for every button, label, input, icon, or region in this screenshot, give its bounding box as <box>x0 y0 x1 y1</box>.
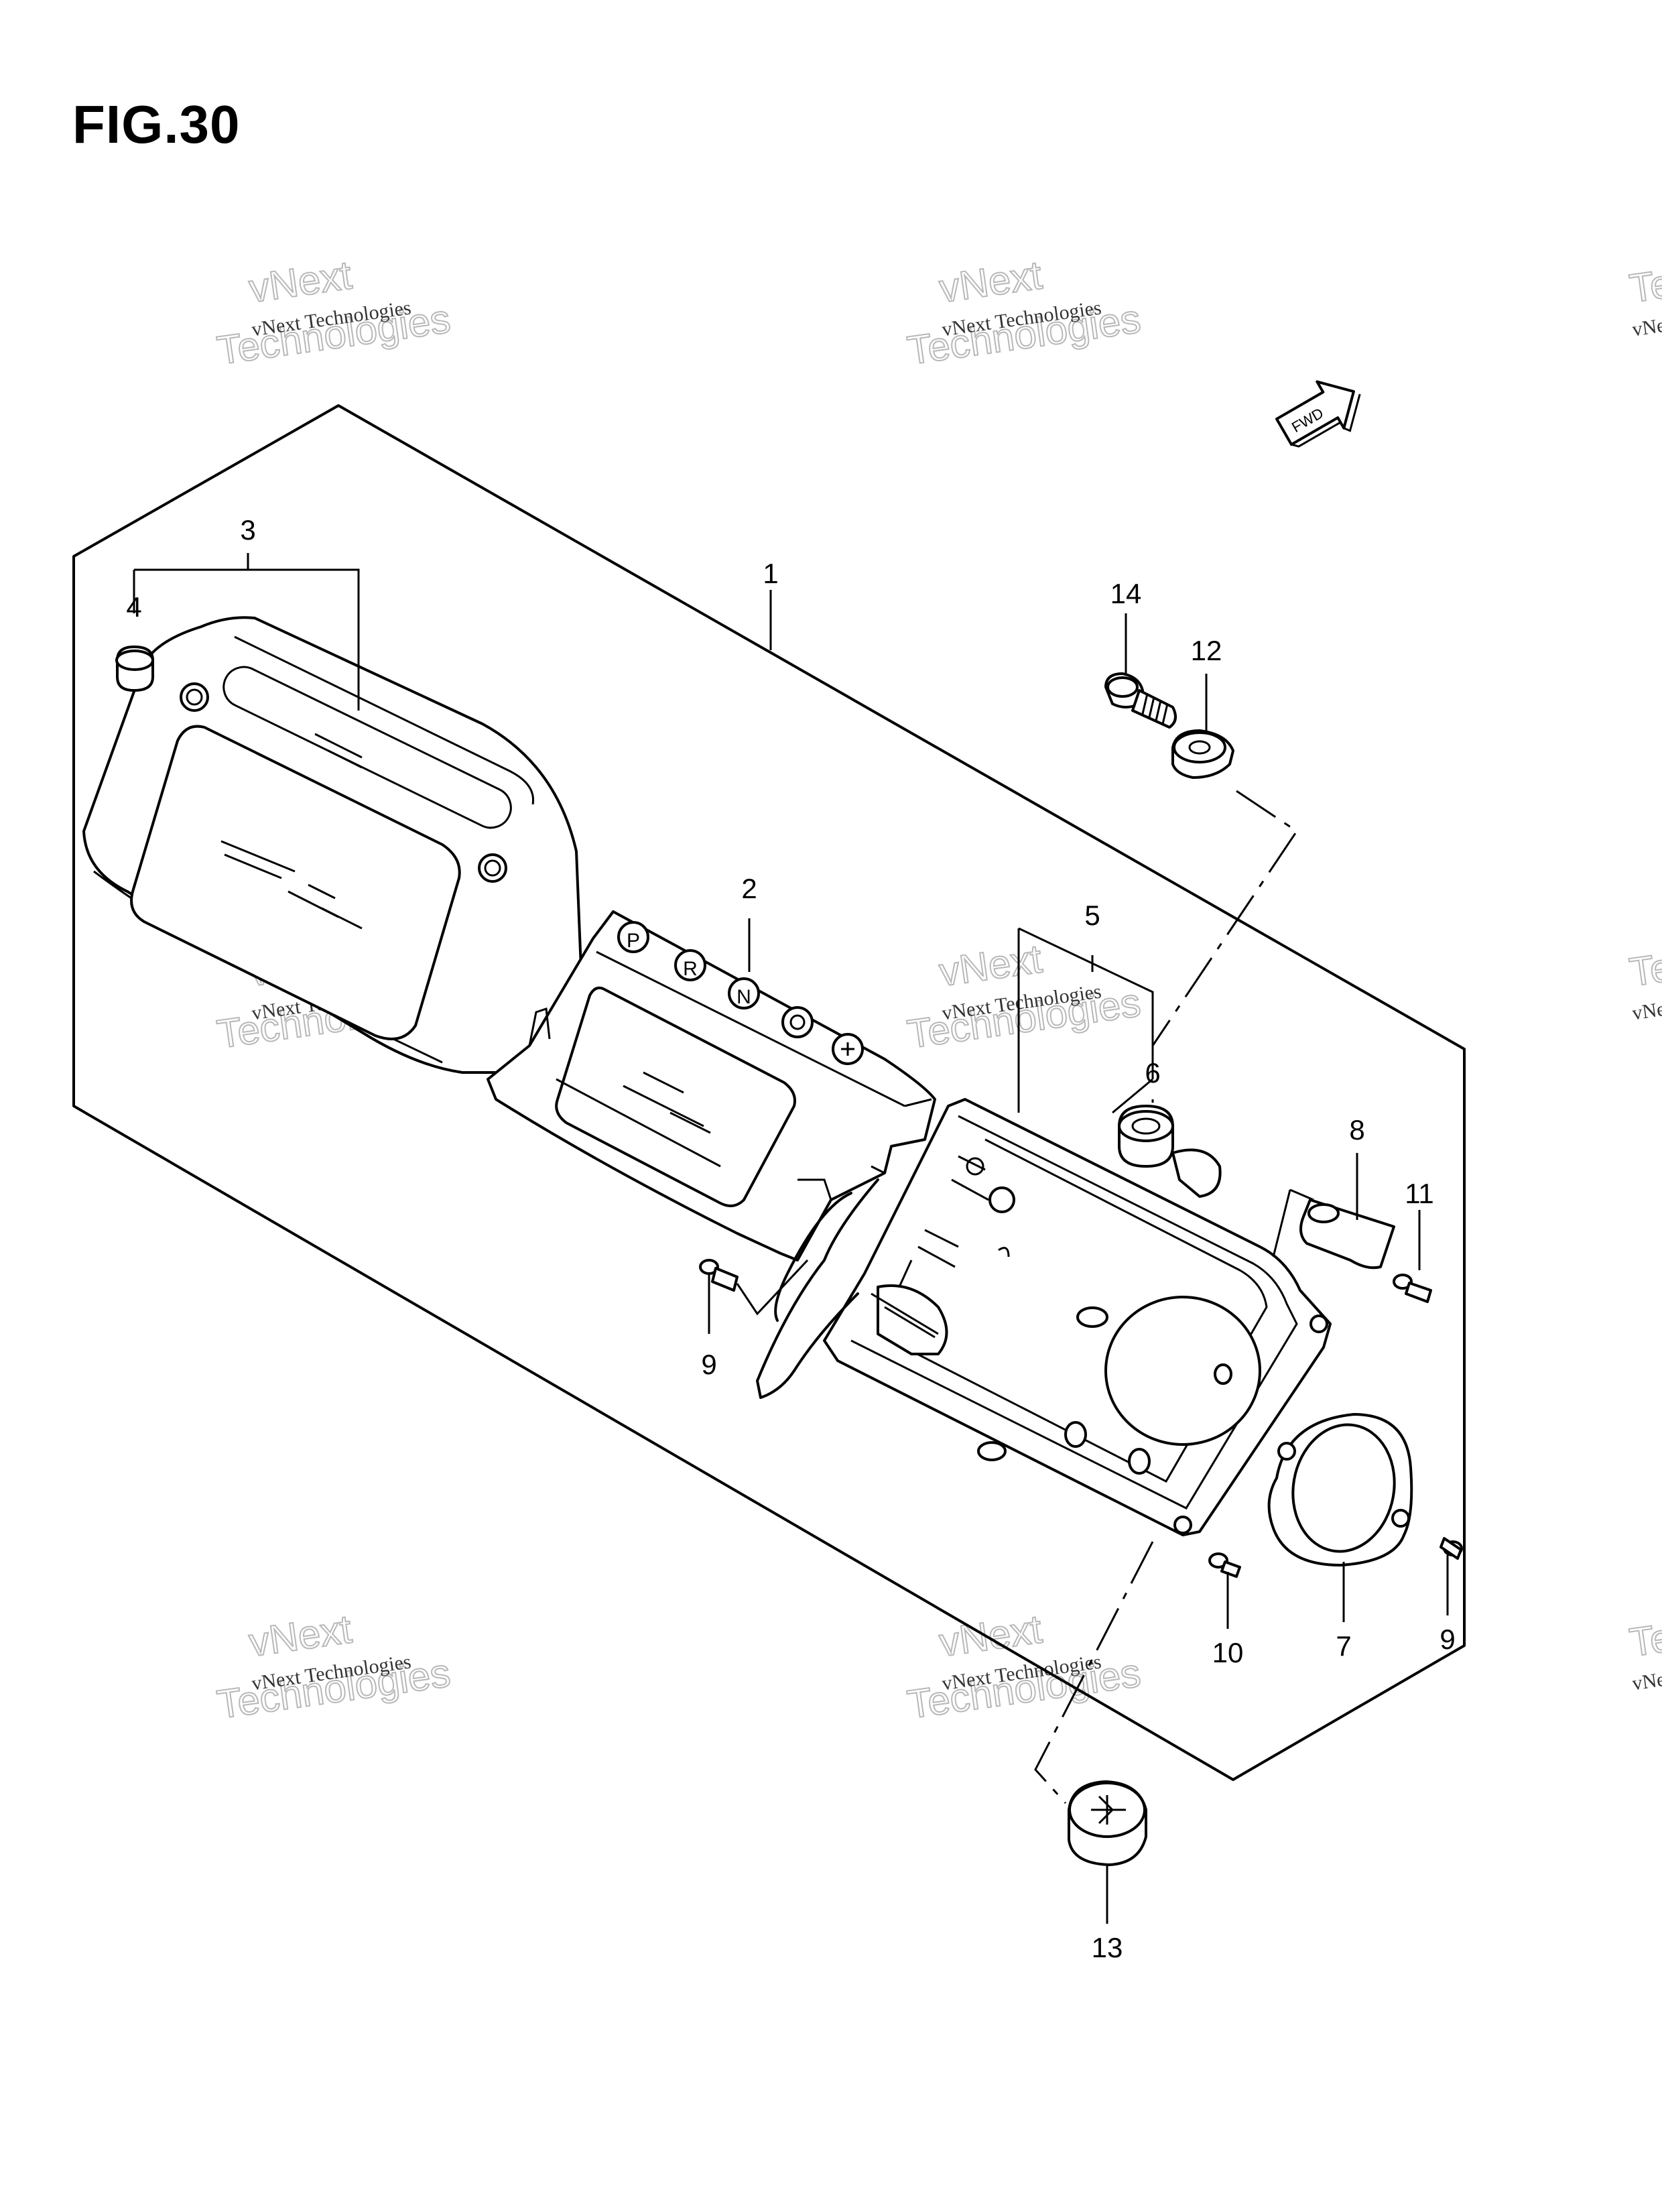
callout-11: 11 <box>1405 1178 1434 1209</box>
watermark-text: vNext <box>246 252 355 311</box>
center-lines <box>1034 790 1299 1804</box>
meter-cover-part <box>82 616 584 1074</box>
watermark: vNext Technologies vNext Technologies <box>214 1605 454 1727</box>
screw-part-9b <box>1440 1537 1463 1560</box>
ring-gasket-part <box>1267 1413 1413 1566</box>
leader-8 <box>1272 1153 1358 1257</box>
callout-3: 3 <box>240 514 255 546</box>
leader-6-case <box>1112 1078 1153 1114</box>
watermark: vNext Technologies vNext Technologies <box>214 251 454 373</box>
screw-part-9a <box>699 1259 739 1292</box>
leader-3 <box>133 553 360 711</box>
callout-9a: 9 <box>701 1349 716 1380</box>
watermark-text: Technologies <box>1626 234 1662 311</box>
fwd-arrow-icon: FWD <box>1275 380 1361 448</box>
screw-part-10 <box>1208 1552 1241 1578</box>
centerline-12-6 <box>1151 790 1299 1046</box>
indicator-label: P <box>627 930 640 952</box>
watermark: Technologies vNext Technologies <box>1626 917 1662 1024</box>
wire-harness <box>756 1178 879 1399</box>
callout-9b: 9 <box>1440 1623 1455 1655</box>
callout-labels: 3 4 1 2 5 6 8 11 12 14 9 9 10 7 13 <box>126 514 1455 1963</box>
watermark-text: vNext <box>246 1606 355 1665</box>
figure-title: FIG.30 <box>72 95 241 154</box>
centerline-13 <box>1034 1541 1154 1804</box>
grommet-part-6 <box>1118 1105 1222 1198</box>
cap-part-13 <box>1068 1780 1147 1866</box>
screw-part-14 <box>1104 672 1177 729</box>
watermark: Technologies vNext Technologies <box>1626 1587 1662 1695</box>
watermark: vNext Technologies vNext Technologies <box>904 935 1144 1057</box>
callout-6: 6 <box>1145 1057 1160 1089</box>
callout-2: 2 <box>741 873 757 904</box>
callout-14: 14 <box>1110 578 1142 609</box>
cushion-part-12 <box>1171 729 1234 779</box>
callout-13: 13 <box>1092 1932 1123 1963</box>
callout-4: 4 <box>126 591 141 623</box>
watermark-text: Technologies <box>1626 1588 1662 1665</box>
callout-1: 1 <box>763 558 778 589</box>
assembly-outline <box>72 404 1466 1781</box>
callout-8: 8 <box>1349 1114 1364 1146</box>
callout-10: 10 <box>1212 1637 1244 1668</box>
leader-5 <box>1017 927 1154 1113</box>
grommet-part-4 <box>115 646 154 692</box>
watermark-text: vNext <box>936 252 1045 311</box>
watermark: vNext Technologies vNext Technologies <box>904 251 1144 373</box>
meter-case-part <box>823 1098 1332 1536</box>
watermark-text: Technologies <box>1626 918 1662 995</box>
indicator-panel-part: P R N <box>487 910 936 1262</box>
leader-lines <box>133 553 1449 1924</box>
indicator-label: R <box>683 958 698 980</box>
screw-part-11 <box>1393 1274 1432 1303</box>
callout-7: 7 <box>1336 1630 1351 1662</box>
leader-9a <box>708 1259 809 1334</box>
watermark-text: vNext <box>936 1606 1045 1665</box>
callout-12: 12 <box>1191 635 1222 666</box>
callout-5: 5 <box>1084 900 1100 931</box>
watermark-text: vNext <box>936 936 1045 995</box>
clip-part-8 <box>1299 1199 1395 1270</box>
watermark: Technologies vNext Technologies <box>1626 233 1662 341</box>
indicator-label: N <box>737 986 751 1008</box>
